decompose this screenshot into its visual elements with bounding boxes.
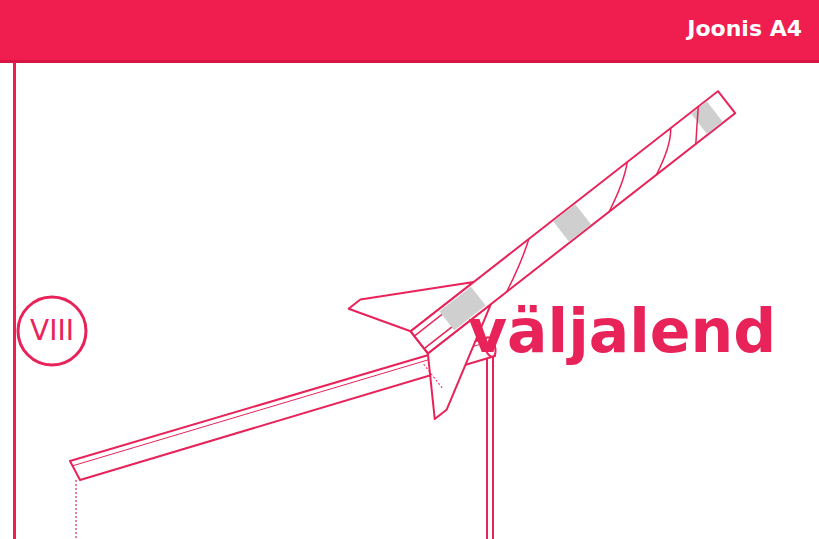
circle-outline <box>18 297 86 365</box>
header-edge <box>0 60 819 63</box>
roman-numeral: VIII <box>30 317 74 345</box>
badge-circle: VIII <box>16 295 88 367</box>
figure-title: Joonis A4 <box>687 16 802 41</box>
frame-line <box>13 62 16 539</box>
caption-word: väljalend <box>468 298 776 364</box>
header-bar <box>0 0 819 62</box>
